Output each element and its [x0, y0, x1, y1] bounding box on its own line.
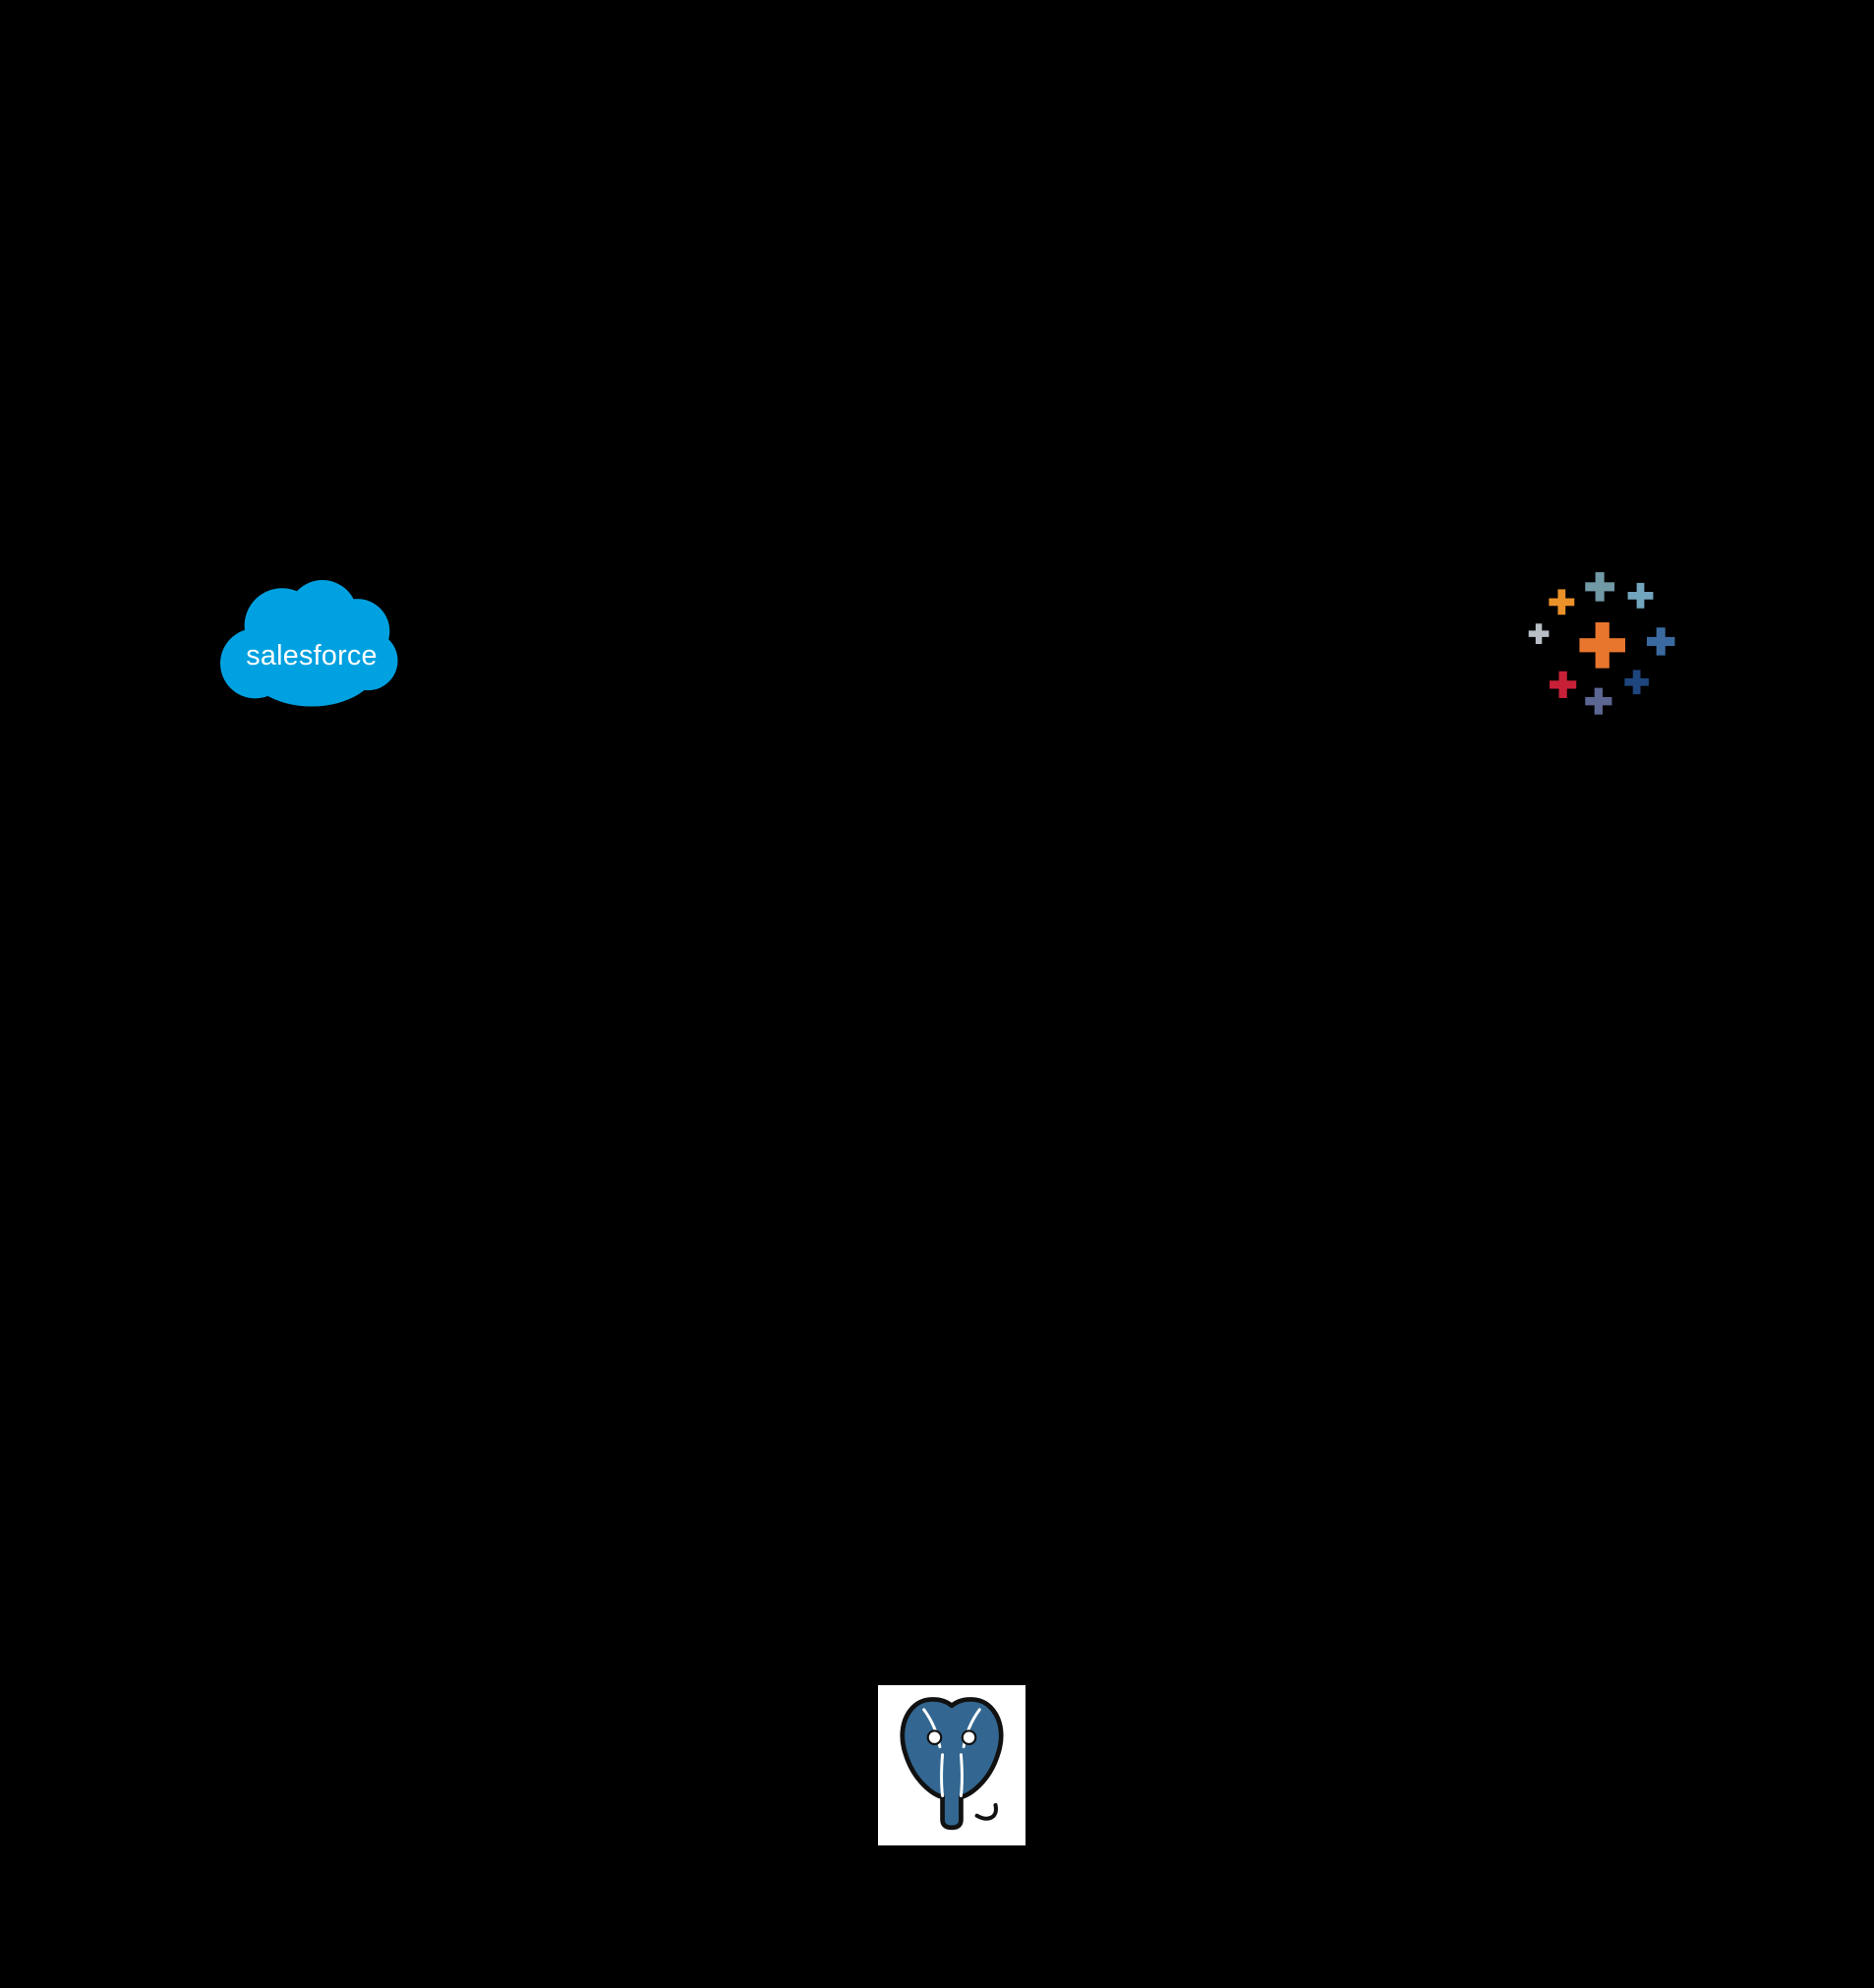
postgresql-eye-right [961, 1729, 977, 1746]
tableau-sparkle-icon [1528, 571, 1675, 715]
postgresql-logo [878, 1685, 1025, 1845]
postgresql-elephant-icon [900, 1697, 1004, 1831]
salesforce-wordmark: salesforce [246, 640, 378, 672]
salesforce-cloud-icon: salesforce [220, 580, 398, 707]
postgresql-tail [974, 1802, 998, 1821]
tableau-plus-mid-left [1528, 623, 1550, 644]
tableau-plus-bottom [1585, 687, 1612, 715]
tableau-plus-upper-right [1627, 582, 1654, 609]
postgresql-trunk-line-right [959, 1753, 964, 1797]
postgresql-trunk-line-left [940, 1753, 945, 1797]
postgresql-head [900, 1697, 1004, 1831]
tableau-plus-center [1579, 622, 1625, 669]
tableau-logo [1527, 570, 1680, 718]
salesforce-cloud-shape [220, 580, 398, 707]
tableau-plus-lower-left [1550, 671, 1577, 698]
tableau-plus-top [1585, 571, 1614, 602]
tableau-plus-upper-left [1549, 589, 1575, 615]
salesforce-logo: salesforce [217, 580, 406, 712]
tableau-plus-mid-right [1646, 627, 1675, 656]
tableau-plus-lower-right [1624, 670, 1649, 695]
postgresql-eye-left [926, 1729, 943, 1746]
